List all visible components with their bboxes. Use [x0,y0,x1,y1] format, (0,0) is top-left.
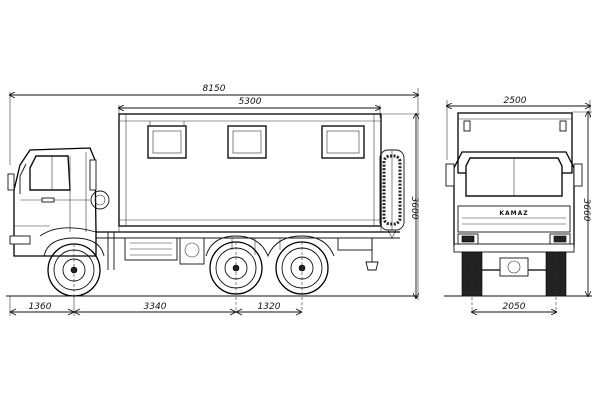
cab [7,147,110,257]
dim-body-length: 5300 [119,97,380,118]
body-window-3 [321,125,365,159]
front-height-label: 3660 [581,199,591,222]
overall-length-label: 8150 [203,84,226,94]
body-window-1 [147,125,187,159]
dim-track-width: 2050 [472,302,556,312]
rear-wheel-1 [209,241,263,312]
side-height-label: 3600 [409,197,419,220]
front-overhang-label: 1360 [29,302,52,312]
van-body [118,113,382,227]
body-length-label: 5300 [239,97,262,107]
front-axle [461,251,567,312]
spare-wheel [379,149,405,239]
body-window-2 [227,125,267,159]
front-fender [43,237,105,257]
wheelbase-front-label: 3340 [144,302,167,312]
grille-brand-text: KAMAZ [499,210,528,217]
dim-bottom: 1360 3340 1320 [9,296,303,316]
rear-wheel-2 [275,241,329,312]
side-view: 8150 5300 3600 [6,84,420,316]
front-wheel [47,243,101,297]
dim-overall-length: 8150 [10,84,418,300]
overall-width-label: 2500 [504,96,527,106]
rear-fender [205,235,335,258]
front-cab: KAMAZ [445,151,583,253]
dim-height: 3600 [382,114,420,298]
wheelbase-rear-label: 1320 [258,302,281,312]
chassis-frame [96,226,400,271]
front-view: 2500 3660 KAMAZ [444,96,592,312]
dim-front-height: 3660 [572,112,592,296]
track-width-label: 2050 [503,302,526,312]
